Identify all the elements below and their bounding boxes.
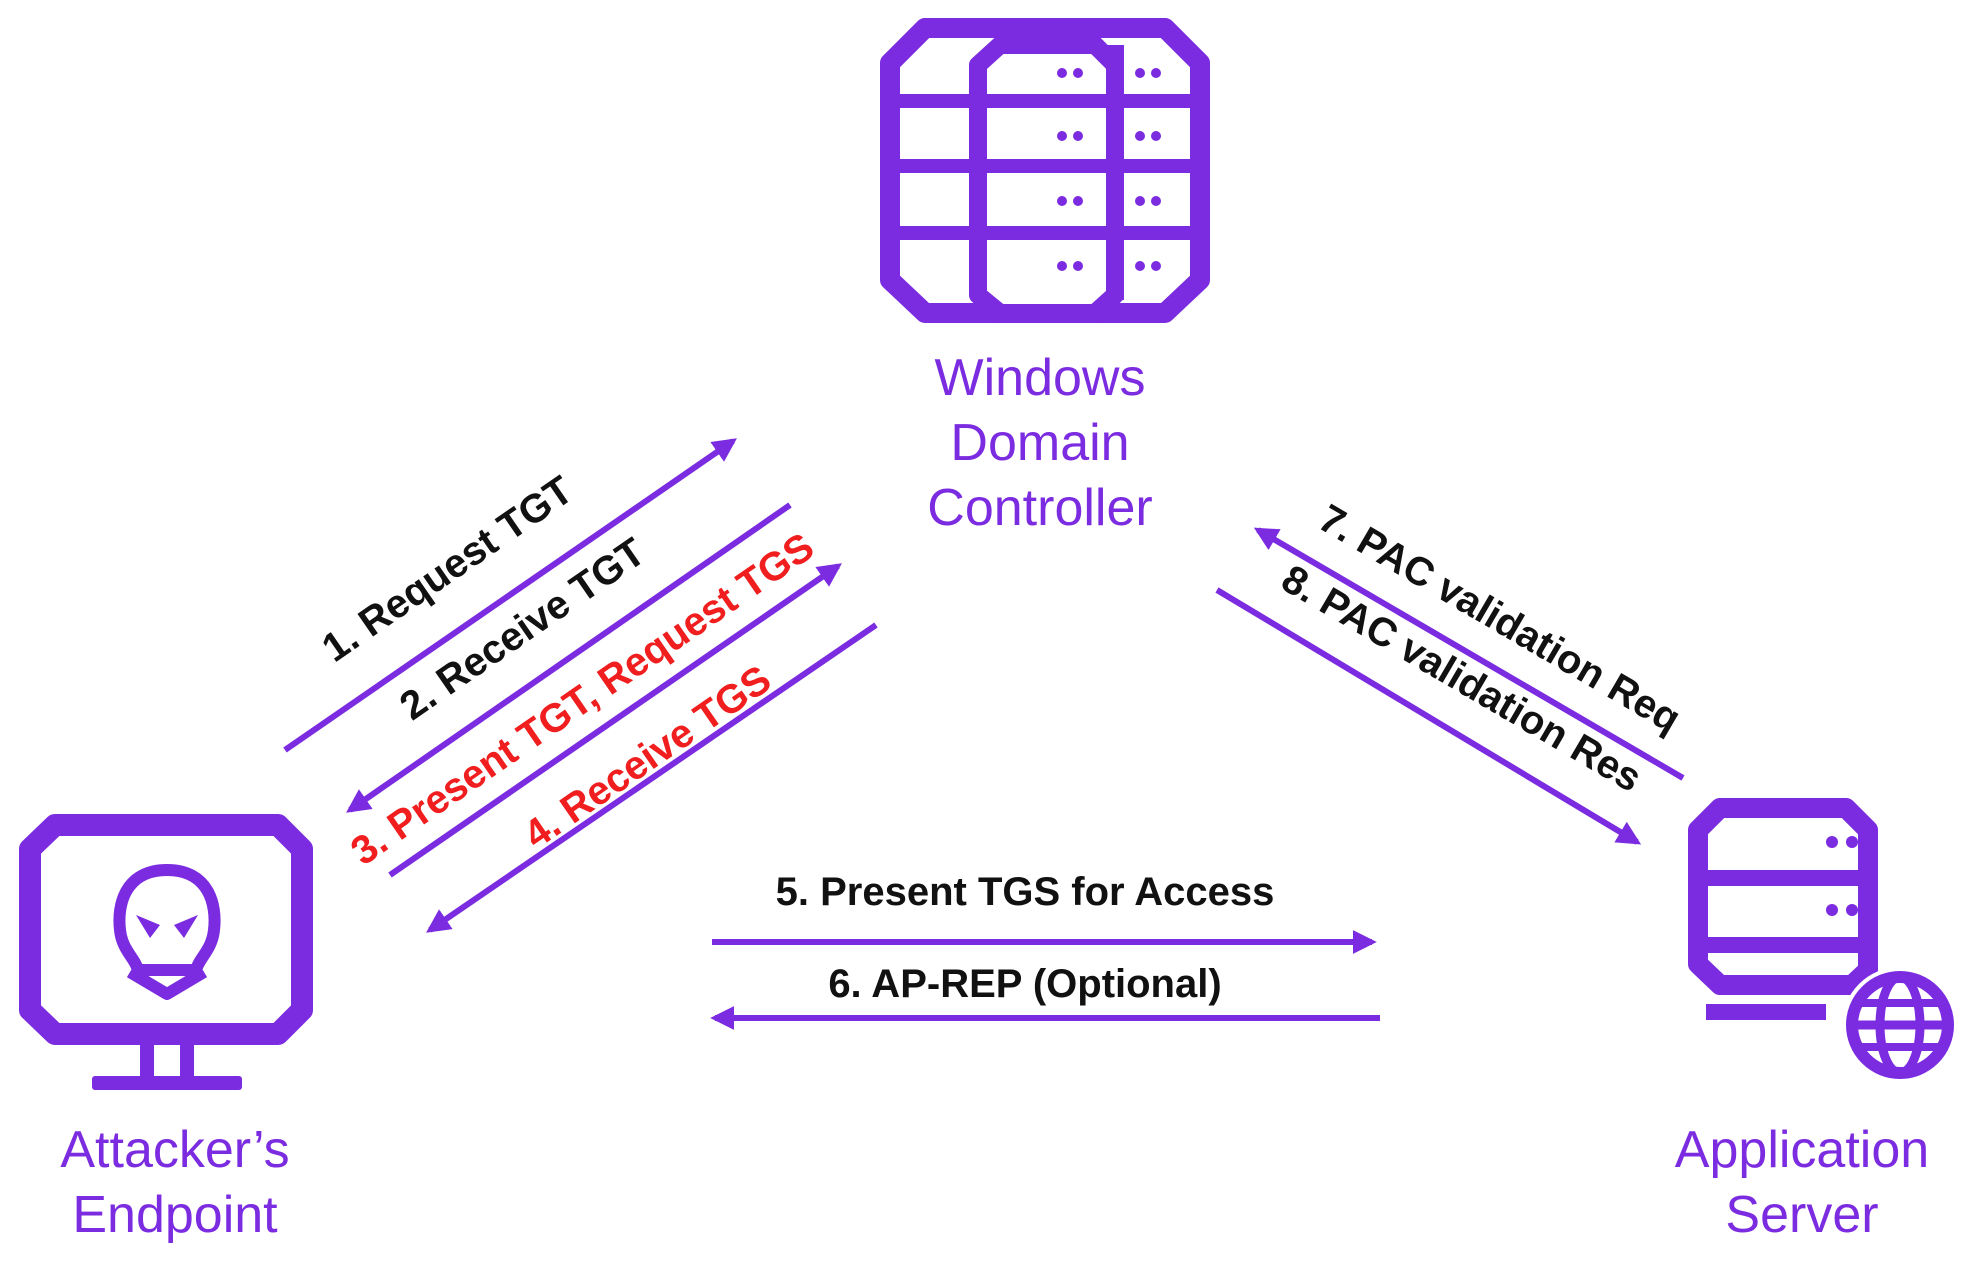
appserver-label-line-2: Server xyxy=(1725,1186,1878,1244)
step-label-5: 5. Present TGS for Access xyxy=(776,870,1275,914)
appserver-label-line-1: Application xyxy=(1675,1121,1929,1179)
arrow-step-2 xyxy=(346,502,792,813)
step-label-6: 6. AP-REP (Optional) xyxy=(828,962,1221,1006)
arrow-step-3 xyxy=(388,563,842,878)
arrow-step-4 xyxy=(426,622,878,933)
dc-label-line-2: Domain xyxy=(950,414,1129,472)
dc-label-line-1: Windows xyxy=(935,349,1146,407)
arrow-step-8 xyxy=(1215,587,1642,845)
skull-monitor-icon xyxy=(19,814,313,1090)
arrow-step-7 xyxy=(1253,527,1685,781)
arrow-step-1 xyxy=(283,438,737,753)
web-server-icon xyxy=(1688,798,1958,1083)
server-rack-icon xyxy=(880,18,1210,323)
attacker-label-line-2: Endpoint xyxy=(72,1186,278,1244)
attacker-label-line-1: Attacker’s xyxy=(60,1121,289,1179)
dc-label-line-3: Controller xyxy=(927,479,1152,537)
